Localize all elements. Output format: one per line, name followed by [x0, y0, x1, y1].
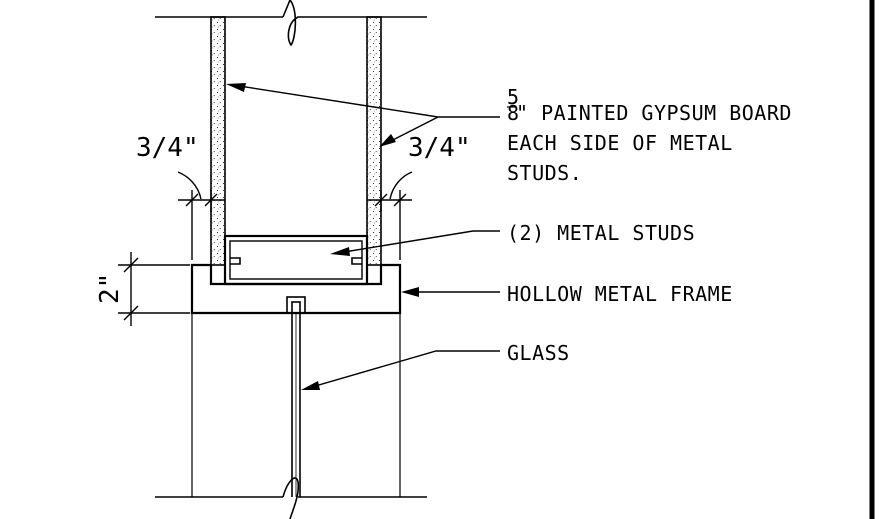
hollow-metal-frame — [190, 263, 402, 315]
svg-text:STUDS.: STUDS. — [507, 161, 582, 185]
top-break-line — [155, 0, 427, 47]
svg-text:5: 5 — [507, 85, 520, 109]
gypsum-board-left — [210, 16, 226, 266]
dim-left-gap-label: 3/4" — [136, 133, 199, 163]
note-studs: (2) METAL STUDS — [507, 221, 695, 245]
svg-text:" PAINTED GYPSUM BOARD: " PAINTED GYPSUM BOARD — [516, 101, 792, 125]
arrowhead — [330, 247, 350, 256]
svg-text:EACH SIDE OF METAL: EACH SIDE OF METAL — [507, 131, 733, 155]
arrowhead — [301, 381, 320, 390]
arrowhead — [226, 83, 246, 92]
metal-studs — [223, 234, 369, 286]
dim-left-gap — [177, 171, 225, 260]
frame-inner-lines — [210, 265, 382, 284]
bottom-break-line — [155, 477, 427, 519]
leader-studs — [337, 230, 500, 254]
leader-glass — [304, 350, 500, 390]
note-frame: HOLLOW METAL FRAME — [507, 282, 733, 306]
arrowhead — [401, 287, 419, 297]
dim-right-gap-label: 3/4" — [408, 133, 471, 163]
jamb-lines — [191, 313, 401, 497]
dim-right-gap — [367, 171, 413, 260]
svg-text:8: 8 — [507, 101, 520, 125]
arrowhead — [379, 134, 396, 147]
gypsum-board-right — [366, 16, 382, 266]
dim-frame-depth — [118, 252, 190, 326]
note-glass: GLASS — [507, 341, 570, 365]
note-gypsum: 5 8 " PAINTED GYPSUM BOARD EACH SIDE OF … — [507, 85, 792, 185]
dim-frame-depth-label: 2" — [95, 273, 125, 304]
glass-pane — [286, 296, 306, 497]
